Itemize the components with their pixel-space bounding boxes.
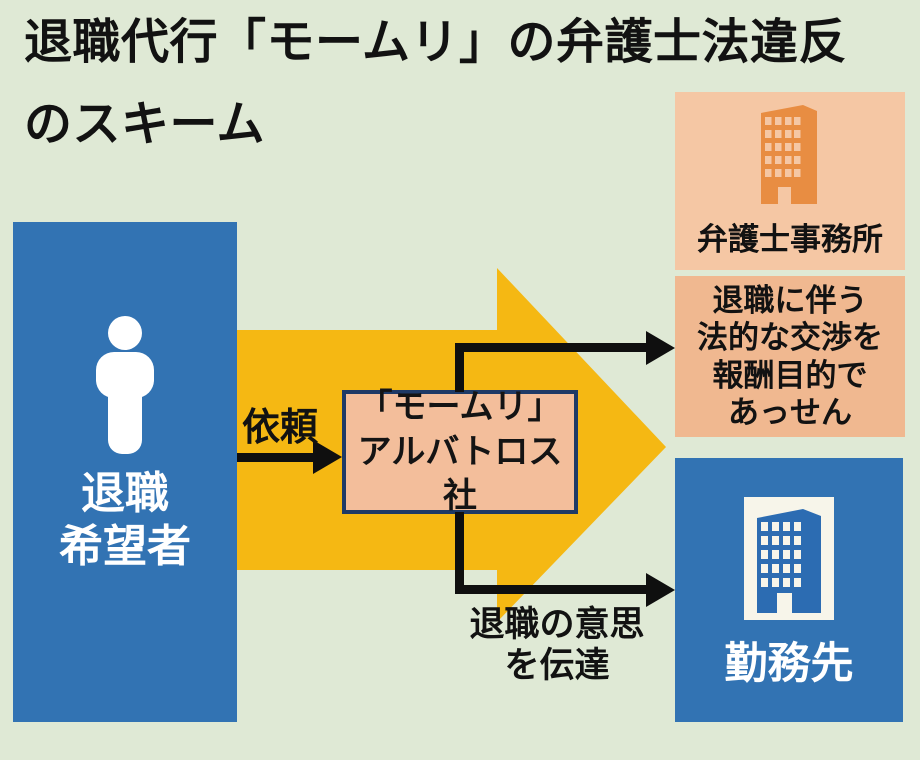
arrow-to-employer-line — [455, 585, 647, 594]
person-icon — [96, 316, 154, 454]
arrow-to-law-office-line — [455, 343, 647, 352]
referral-note-box: 退職に伴う 法的な交渉を 報酬目的で あっせん — [675, 276, 905, 437]
request-label: 依頼 — [242, 407, 319, 449]
arrow-to-employer-head — [646, 573, 675, 607]
applicant-label: 退職 希望者 — [59, 469, 191, 571]
arrow-to-law-office-head — [646, 331, 675, 365]
law-office-building-icon — [761, 105, 817, 204]
employer-building-tile — [744, 497, 834, 620]
agency-label: 「モームリ」 アルバトロス社 — [357, 387, 563, 516]
arrow-to-law-office-vertical — [455, 347, 464, 392]
arrow-to-employer-vertical — [455, 512, 464, 594]
employer-label: 勤務先 — [724, 640, 854, 688]
applicant-box: 退職 希望者 — [13, 222, 237, 722]
notify-label: 退職の意思 を伝達 — [469, 605, 645, 686]
employer-box: 勤務先 — [675, 458, 903, 722]
employer-building-icon — [757, 509, 821, 613]
agency-box: 「モームリ」 アルバトロス社 — [342, 388, 578, 515]
request-arrow-head — [313, 440, 342, 474]
law-office-box: 弁護士事務所 — [675, 92, 905, 270]
referral-note-text: 退職に伴う 法的な交渉を 報酬目的で あっせん — [697, 283, 883, 430]
page-title: 退職代行「モームリ」の弁護士法違反 のスキーム — [24, 16, 848, 151]
request-arrow-line — [237, 453, 315, 462]
law-office-label: 弁護士事務所 — [697, 222, 883, 257]
